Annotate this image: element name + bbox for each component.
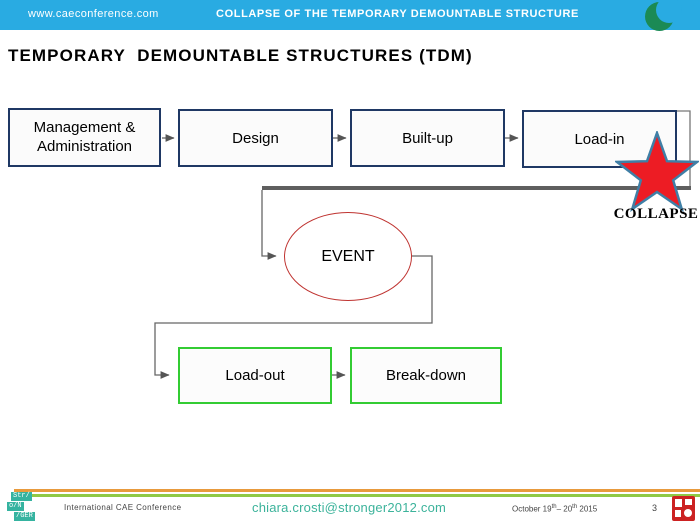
header-bar: www.caeconference.com COLLAPSE OF THE TE… <box>0 0 700 32</box>
seal-logo <box>672 496 695 521</box>
flow-box-built-up: Built-up <box>350 109 505 167</box>
page-title: TEMPORARY DEMOUNTABLE STRUCTURES (TDM) <box>8 46 473 65</box>
flow-box-load-in: Load-in <box>522 110 677 168</box>
flow-box-label: Break-down <box>385 367 467 384</box>
crescent-logo-icon <box>644 0 682 32</box>
collapse-star-icon <box>615 131 699 213</box>
stronger-logo: Str/ o/N /GER <box>5 492 47 522</box>
flow-box-label: Load-in <box>574 130 625 148</box>
stronger-logo-line: o/N <box>7 502 24 511</box>
footer-divider-orange <box>14 489 700 492</box>
footer-date: October 19th– 20th 2015 <box>512 504 597 514</box>
flow-box-design: Design <box>178 109 333 167</box>
date-superscript: th <box>572 504 578 510</box>
header-title: COLLAPSE OF THE TEMPORARY DEMOUNTABLE ST… <box>216 8 579 20</box>
flow-box-label: Design <box>232 129 279 147</box>
date-part: – 20 <box>556 504 573 514</box>
date-part: 2015 <box>577 504 598 514</box>
footer-divider-green <box>30 494 700 497</box>
flow-box-label: Built-up <box>402 129 453 147</box>
footer-email-link[interactable]: chiara.crosti@stronger2012.com <box>252 500 447 515</box>
flow-box-management: Management & Administration <box>8 108 161 167</box>
flow-box-label: Management & Administration <box>33 118 136 155</box>
flow-box-label: Load-out <box>225 367 285 384</box>
footer-conference-label: International CAE Conference <box>64 503 182 512</box>
date-part: October 19 <box>512 504 552 514</box>
event-label: EVENT <box>321 247 375 265</box>
stronger-logo-line: Str/ <box>11 492 32 501</box>
site-link[interactable]: www.caeconference.com <box>28 8 159 20</box>
flow-box-break-down: Break-down <box>350 347 502 404</box>
flow-box-load-out: Load-out <box>178 347 332 404</box>
date-superscript: th <box>551 504 557 510</box>
stronger-logo-line: /GER <box>14 512 35 521</box>
page-number: 3 <box>652 503 658 513</box>
collapse-label: COLLAPSE <box>613 206 699 222</box>
event-ellipse: EVENT <box>284 212 412 301</box>
